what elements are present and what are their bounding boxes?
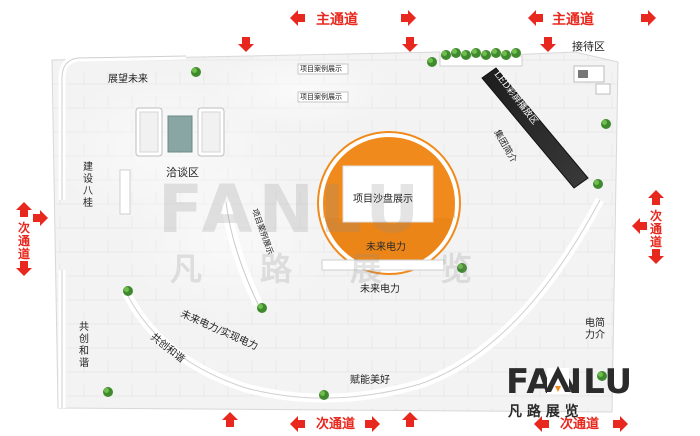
- svg-text:和: 和: [79, 345, 89, 357]
- case-display-label-2: 项目案例展示: [300, 92, 342, 101]
- future-power-a-label: 未来电力: [366, 240, 406, 253]
- secondary-aisle-left-c1: 次: [18, 220, 30, 235]
- build-ba-gui-label: 建 设 八 桂: [83, 160, 93, 209]
- svg-text:桂: 桂: [83, 196, 93, 209]
- brand-logo: FANLU 凡 路 展 览: [506, 362, 633, 420]
- watermark: FANLU 凡路展览: [158, 171, 530, 288]
- aisle-label-right: 次 通 道: [650, 208, 662, 249]
- svg-text:八: 八: [83, 186, 93, 197]
- svg-text:设: 设: [83, 173, 93, 185]
- reception-label: 接待区: [572, 39, 605, 53]
- secondary-aisle-right-c1: 次: [650, 208, 662, 223]
- svg-text:建: 建: [83, 160, 93, 173]
- exhibit-top-label: 展望未来: [108, 72, 148, 85]
- svg-text:简: 简: [595, 316, 605, 329]
- secondary-aisle-right-c3: 道: [650, 234, 662, 249]
- secondary-aisle-left-c3: 道: [18, 246, 30, 261]
- watermark-chinese: 凡路展览: [170, 250, 530, 288]
- main-aisle-label-2: 主通道: [552, 11, 594, 28]
- future-power-wall: [321, 259, 445, 271]
- negotiation-label: 洽谈区: [166, 166, 199, 179]
- logo-chinese: 凡 路 展 览: [508, 403, 579, 420]
- harmony-left-label: 共 创 和 谐: [79, 321, 89, 369]
- case-display-label-1: 项目案例展示: [300, 64, 342, 73]
- svg-text:电: 电: [585, 316, 595, 329]
- case-display-panels: [297, 63, 349, 103]
- negotiation-furniture: [135, 107, 225, 157]
- main-aisle-label-1: 主通道: [316, 11, 358, 28]
- secondary-aisle-label-bottom-1: 次通道: [316, 416, 355, 432]
- svg-text:力: 力: [585, 328, 595, 341]
- svg-text:谐: 谐: [79, 357, 89, 369]
- power-intro-label: 电 力 简 介: [585, 316, 605, 341]
- plant-strip: [439, 48, 523, 67]
- svg-text:介: 介: [595, 329, 605, 341]
- secondary-aisle-label-bottom-2: 次通道: [560, 416, 599, 432]
- curved-case-panel: [221, 201, 263, 307]
- svg-text:创: 创: [79, 332, 89, 345]
- bottom-curved-wall: [121, 197, 604, 403]
- svg-text:共: 共: [79, 321, 89, 333]
- secondary-aisle-right-c2: 通: [650, 221, 662, 236]
- future-power-b-label: 未来电力: [360, 282, 400, 295]
- watermark-latin: FANLU: [158, 171, 425, 248]
- secondary-aisle-left-c2: 通: [18, 233, 30, 248]
- sand-table-label: 项目沙盘展示: [353, 192, 413, 205]
- aisle-label-left: 次 通 道: [18, 220, 30, 261]
- reception-desk: [573, 65, 611, 95]
- led-screen: [481, 67, 589, 189]
- aisle-labels: 主通道 主通道 次通道 次通道: [316, 11, 599, 432]
- sand-table: [317, 131, 461, 275]
- empower-label: 赋能美好: [350, 373, 390, 386]
- left-pillar: [119, 169, 131, 215]
- top-wall: [58, 52, 187, 200]
- logo-latin: FANLU: [506, 362, 633, 402]
